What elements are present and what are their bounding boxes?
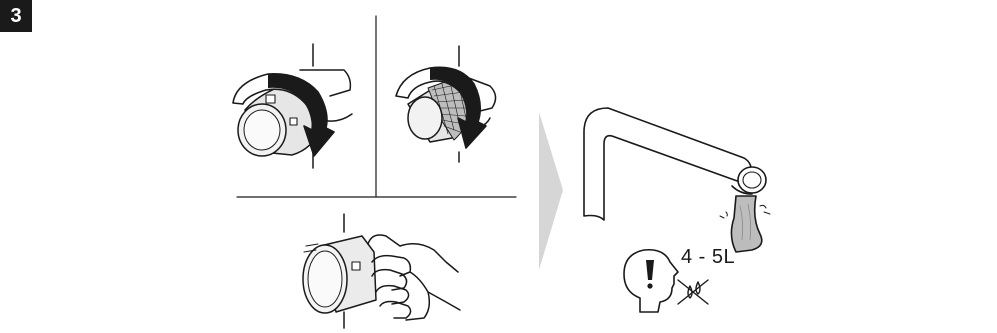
next-step-arrow: [539, 112, 563, 270]
knob-rotate-panel: [233, 44, 352, 168]
water-stream: [731, 196, 761, 252]
flush-volume-label: 4 - 5L: [681, 246, 735, 269]
knurled-knob-panel: [396, 46, 496, 162]
faucet-illustration: [584, 108, 770, 252]
warning-head-icon: [624, 250, 678, 312]
hand-press-panel: [303, 214, 460, 328]
crossed-out-icon: [678, 280, 708, 304]
